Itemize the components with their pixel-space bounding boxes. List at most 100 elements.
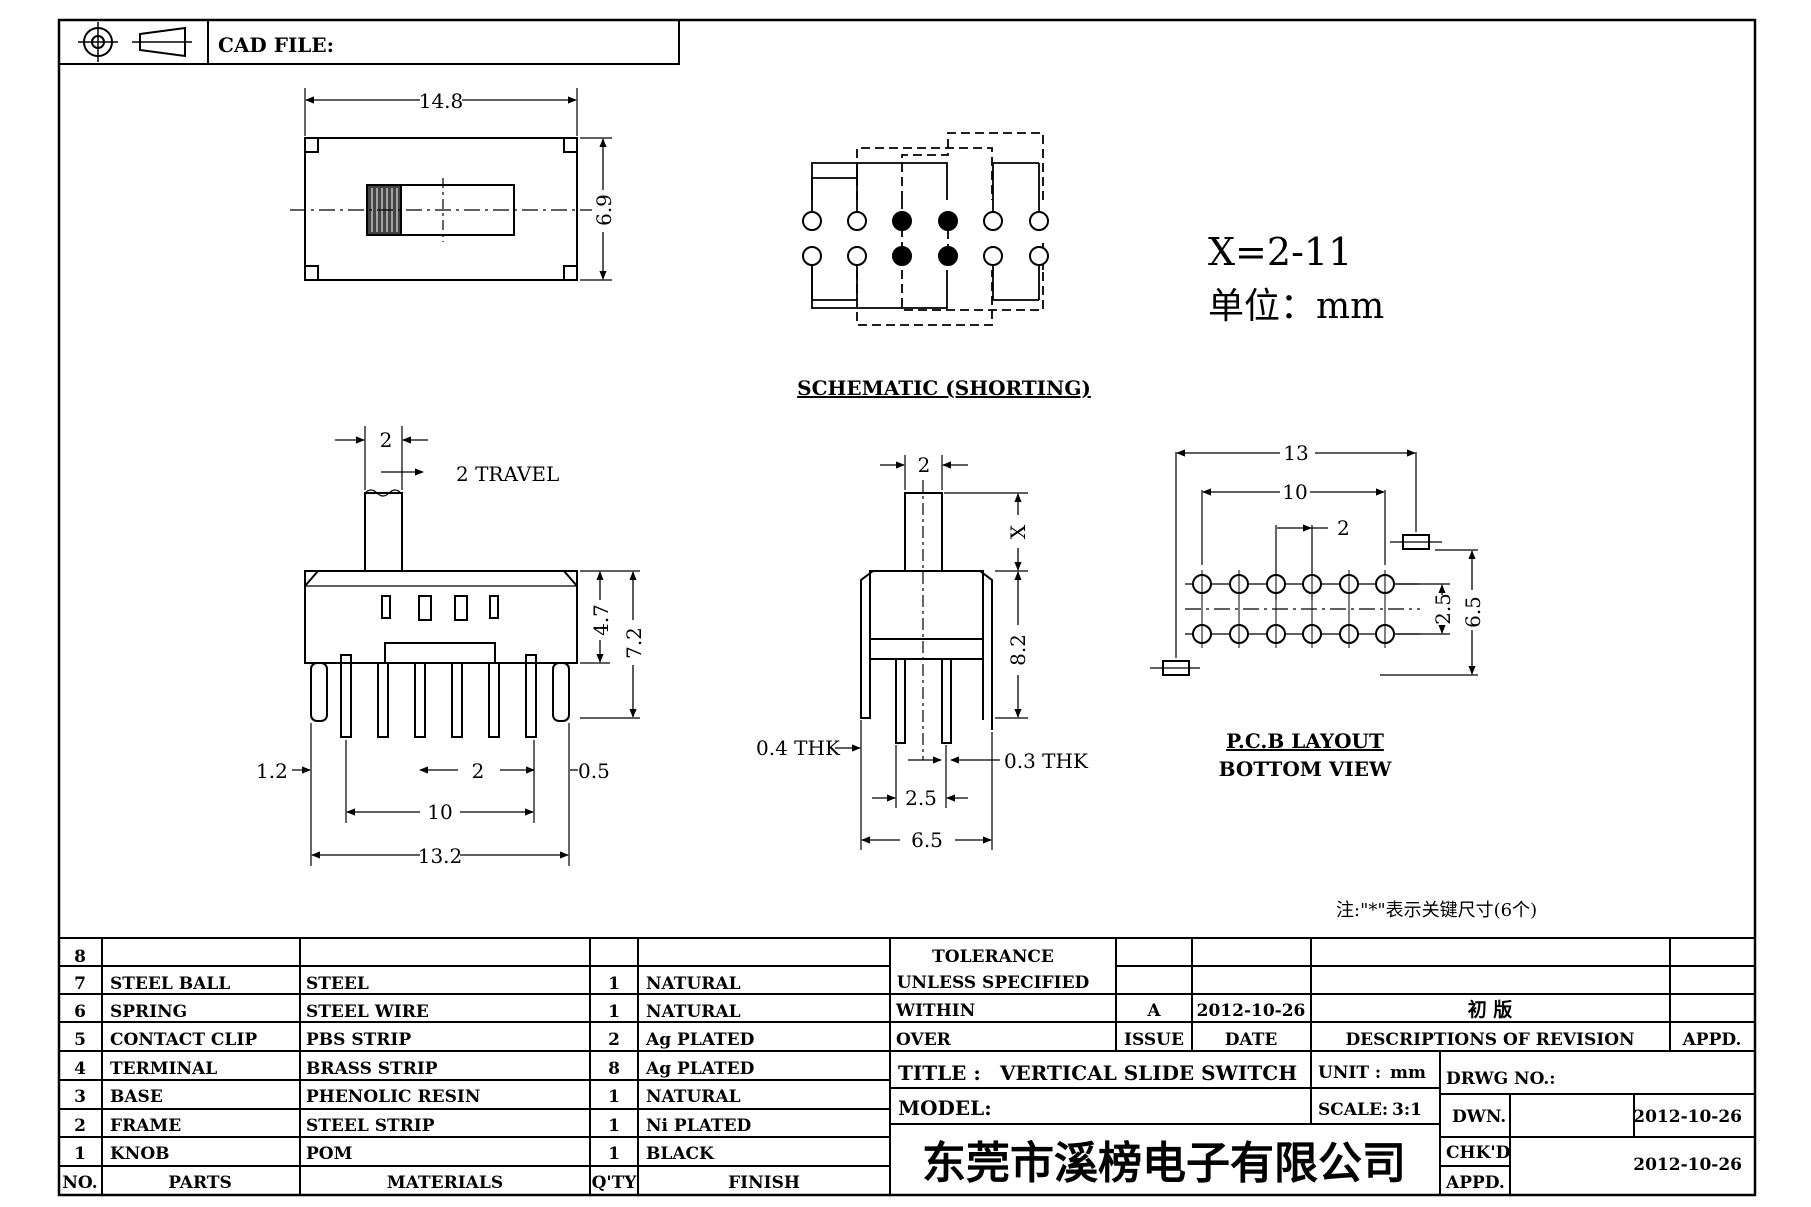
revision-description: 初 版 — [1468, 998, 1513, 1021]
pcb-pitch-dim: 2 — [1337, 516, 1350, 540]
scale-label: SCALE: — [1318, 1100, 1388, 1120]
side-right-dim: 0.5 — [578, 759, 610, 783]
end-pin-dim: 2.5 — [905, 786, 937, 810]
parts-row-finish: NATURAL — [646, 1087, 741, 1107]
parts-table-text: 8 7 STEEL BALL STEEL 1 NATURAL 6 SPRING … — [62, 947, 800, 1193]
header-no: NO. — [62, 1173, 97, 1193]
parts-row-material: PBS STRIP — [306, 1030, 411, 1050]
parts-row-no: 6 — [74, 1002, 86, 1022]
parts-row-part: SPRING — [110, 1002, 187, 1022]
unit-note: 单位：mm — [1208, 286, 1384, 327]
end-x-dim: X — [1006, 524, 1030, 539]
parts-row-part: BASE — [110, 1087, 163, 1107]
header-finish: FINISH — [728, 1173, 800, 1193]
cad-file-label: CAD FILE: — [218, 33, 334, 57]
schematic-diagram — [811, 132, 1044, 326]
tolerance-within: WITHIN — [895, 1001, 975, 1021]
parts-row-finish: NATURAL — [646, 974, 741, 994]
end-view — [835, 455, 1028, 850]
top-width-dim: 14.8 — [419, 89, 464, 113]
parts-row-finish: Ag PLATED — [645, 1059, 755, 1079]
pcb-title-line1: P.C.B LAYOUT — [1226, 729, 1384, 753]
parts-row-no: 4 — [74, 1059, 86, 1079]
parts-row-material: PHENOLIC RESIN — [306, 1087, 480, 1107]
parts-row-no: 8 — [74, 947, 86, 967]
header-parts: PARTS — [168, 1173, 232, 1193]
parts-row-finish: Ni PLATED — [646, 1116, 752, 1136]
parts-row-material: BRASS STRIP — [306, 1059, 438, 1079]
parts-row-qty: 1 — [608, 974, 620, 994]
parts-row-material: STEEL WIRE — [306, 1002, 429, 1022]
dwn-date: 2012-10-26 — [1633, 1107, 1742, 1127]
cad-header: CAD FILE: — [58, 19, 680, 65]
key-dimension-note: 注:"*"表示关键尺寸(6个) — [1336, 900, 1537, 921]
header-materials: MATERIALS — [387, 1173, 503, 1193]
side-pitch-dim: 2 — [472, 759, 485, 783]
side-span-dim: 10 — [427, 800, 452, 824]
parts-row-no: 1 — [74, 1144, 86, 1164]
revision-desc-label: DESCRIPTIONS OF REVISION — [1345, 1030, 1634, 1050]
top-view — [290, 88, 612, 281]
parts-row-part: CONTACT CLIP — [110, 1030, 257, 1050]
pcb-title-line2: BOTTOM VIEW — [1219, 757, 1392, 781]
parts-row-no: 2 — [74, 1116, 86, 1136]
side-left-dim: 1.2 — [256, 759, 288, 783]
side-knob-dim: 2 — [380, 428, 393, 452]
pcb-total-dim: 6.5 — [1461, 596, 1485, 628]
parts-row-no: 3 — [74, 1087, 86, 1107]
parts-row-no: 7 — [74, 974, 86, 994]
tolerance-over: OVER — [896, 1030, 952, 1050]
end-thk-left: 0.4 THK — [756, 736, 841, 760]
parts-table — [59, 937, 1755, 1195]
parts-row-qty: 1 — [608, 1144, 620, 1164]
header-qty: Q'TY — [592, 1173, 638, 1193]
chkd-label: CHK'D — [1446, 1143, 1511, 1163]
pcb-span-dim: 10 — [1282, 480, 1307, 504]
unit-value: mm — [1390, 1063, 1426, 1083]
parts-row-qty: 8 — [608, 1059, 620, 1079]
parts-row-part: FRAME — [110, 1116, 181, 1136]
scale-value: 3:1 — [1392, 1100, 1422, 1120]
pcb-overall-dim: 13 — [1283, 441, 1308, 465]
side-view — [292, 426, 640, 866]
side-body-dim: 4.7 — [589, 604, 613, 636]
title-block-grid — [890, 938, 1755, 1195]
schematic-title: SCHEMATIC (SHORTING) — [797, 376, 1091, 400]
company-name: 东莞市溪榜电子有限公司 — [922, 1138, 1406, 1189]
x-range-note: X=2-11 — [1208, 230, 1352, 274]
revision-issue-label: ISSUE — [1124, 1030, 1184, 1050]
parts-row-qty: 1 — [608, 1087, 620, 1107]
parts-row-part: STEEL BALL — [110, 974, 230, 994]
projection-symbol-icon — [78, 22, 192, 62]
pcb-row-dim: 2.5 — [1431, 593, 1455, 625]
title-block-text: TOLERANCE UNLESS SPECIFIED WITHIN OVER A… — [895, 947, 1742, 1193]
title-value: VERTICAL SLIDE SWITCH — [999, 1061, 1297, 1085]
tolerance-line2: UNLESS SPECIFIED — [897, 973, 1090, 993]
model-label: MODEL: — [898, 1096, 992, 1120]
parts-row-qty: 1 — [608, 1002, 620, 1022]
top-height-dim: 6.9 — [592, 194, 616, 226]
revision-date-label: DATE — [1225, 1030, 1278, 1050]
dwn-label: DWN. — [1452, 1107, 1506, 1127]
end-width-dim: 6.5 — [911, 828, 943, 852]
parts-row-finish: Ag PLATED — [645, 1030, 755, 1050]
end-height-dim: 8.2 — [1006, 634, 1030, 666]
parts-row-part: TERMINAL — [110, 1059, 217, 1079]
title-label: TITLE : — [898, 1061, 981, 1085]
revision-date: 2012-10-26 — [1197, 1001, 1306, 1021]
unit-label: UNIT : — [1318, 1063, 1381, 1083]
parts-row-part: KNOB — [110, 1144, 170, 1164]
tolerance-line1: TOLERANCE — [932, 947, 1054, 967]
side-total-dim: 7.2 — [622, 627, 646, 659]
parts-row-material: STEEL STRIP — [306, 1116, 435, 1136]
parts-row-material: POM — [306, 1144, 353, 1164]
drwg-label: DRWG NO.: — [1446, 1069, 1556, 1089]
drawing-border — [57, 18, 1757, 1197]
revision-issue: A — [1146, 1001, 1161, 1021]
parts-row-no: 5 — [74, 1030, 86, 1050]
end-thk-right: 0.3 THK — [1004, 749, 1089, 773]
appd-label: APPD. — [1445, 1173, 1505, 1193]
chkd-date: 2012-10-26 — [1633, 1155, 1742, 1175]
side-travel-dim: 2 TRAVEL — [456, 462, 559, 486]
